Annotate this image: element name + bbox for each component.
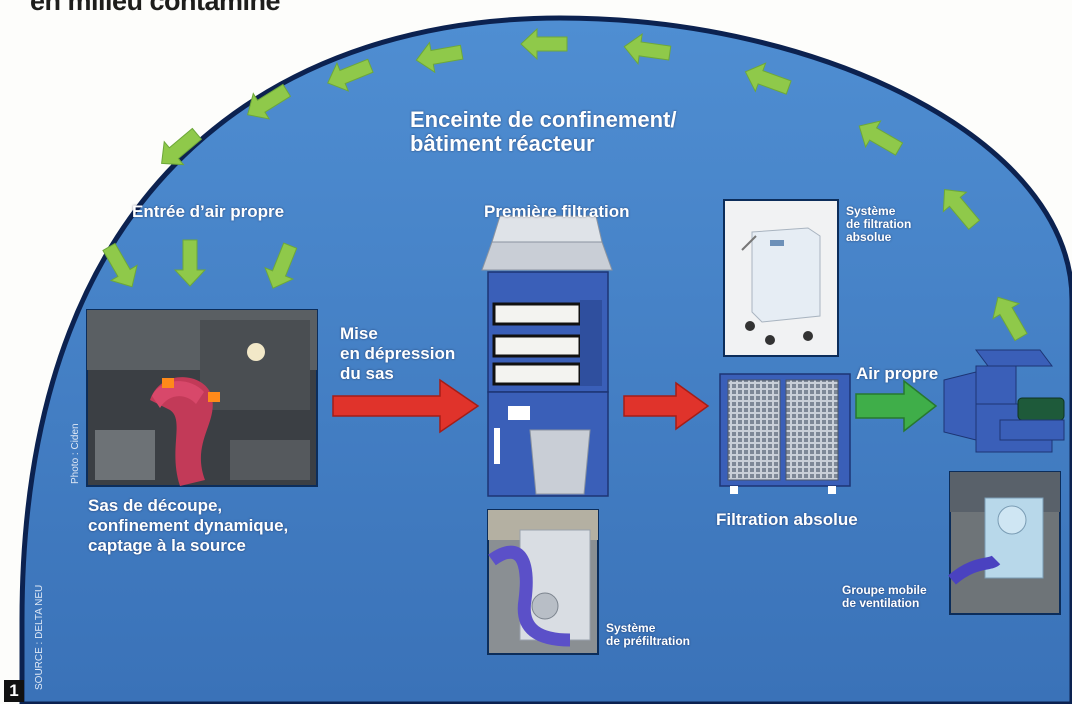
absolute-filtration-system-photo [723, 199, 839, 357]
absolute-filtration-unit [719, 373, 851, 494]
clean-air-label: Air propre [856, 364, 939, 383]
circulation-arrow [415, 41, 464, 74]
absolute-filtration-system-label: Système de filtration absolue [846, 204, 912, 244]
mobile-ventilation-photo [948, 471, 1061, 615]
ventilation-fan-unit [943, 349, 1065, 453]
figure-number: 1 [4, 680, 24, 702]
prefiltration-system-photo [487, 509, 599, 655]
air-circulation-arrows [102, 27, 1028, 342]
circulation-arrow [623, 32, 672, 65]
containment-label: Enceinte de confinement/ bâtiment réacte… [410, 107, 677, 156]
clean-air-arrow [855, 379, 938, 433]
circulation-arrow [992, 296, 1028, 342]
figure-title: en milieu contaminé [30, 0, 281, 16]
red-arrow-to-absolute [623, 381, 710, 431]
absolute-filtration-label: Filtration absolue [716, 510, 858, 529]
photo-credit: Photo : Ciden [70, 423, 81, 484]
clean-air-inlet-label: Entrée d’air propre [132, 202, 285, 221]
red-arrow-depression [332, 378, 480, 434]
prefiltration-system-label: Système de préfiltration [606, 621, 691, 648]
intake-arrow [264, 242, 298, 289]
mobile-ventilation-label: Groupe mobile de ventilation [842, 583, 927, 610]
circulation-arrow [247, 83, 292, 120]
source-credit: SOURCE : DELTA NEU [34, 584, 45, 690]
cutting-airlock-label: Sas de découpe, confinement dynamique, c… [88, 496, 289, 555]
cutting-airlock-photo [86, 309, 318, 487]
intake-arrow [173, 239, 207, 287]
first-filtration-label: Première filtration [484, 202, 630, 221]
circulation-arrow [520, 27, 568, 61]
circulation-arrow [858, 120, 904, 156]
circulation-arrow [942, 189, 981, 231]
airlock-depression-label: Mise en dépression du sas [340, 324, 456, 383]
circulation-arrow [744, 62, 792, 95]
circulation-arrow [161, 127, 203, 166]
circulation-arrow [327, 58, 374, 92]
intake-arrow [102, 242, 138, 288]
first-filtration-unit [481, 215, 613, 497]
